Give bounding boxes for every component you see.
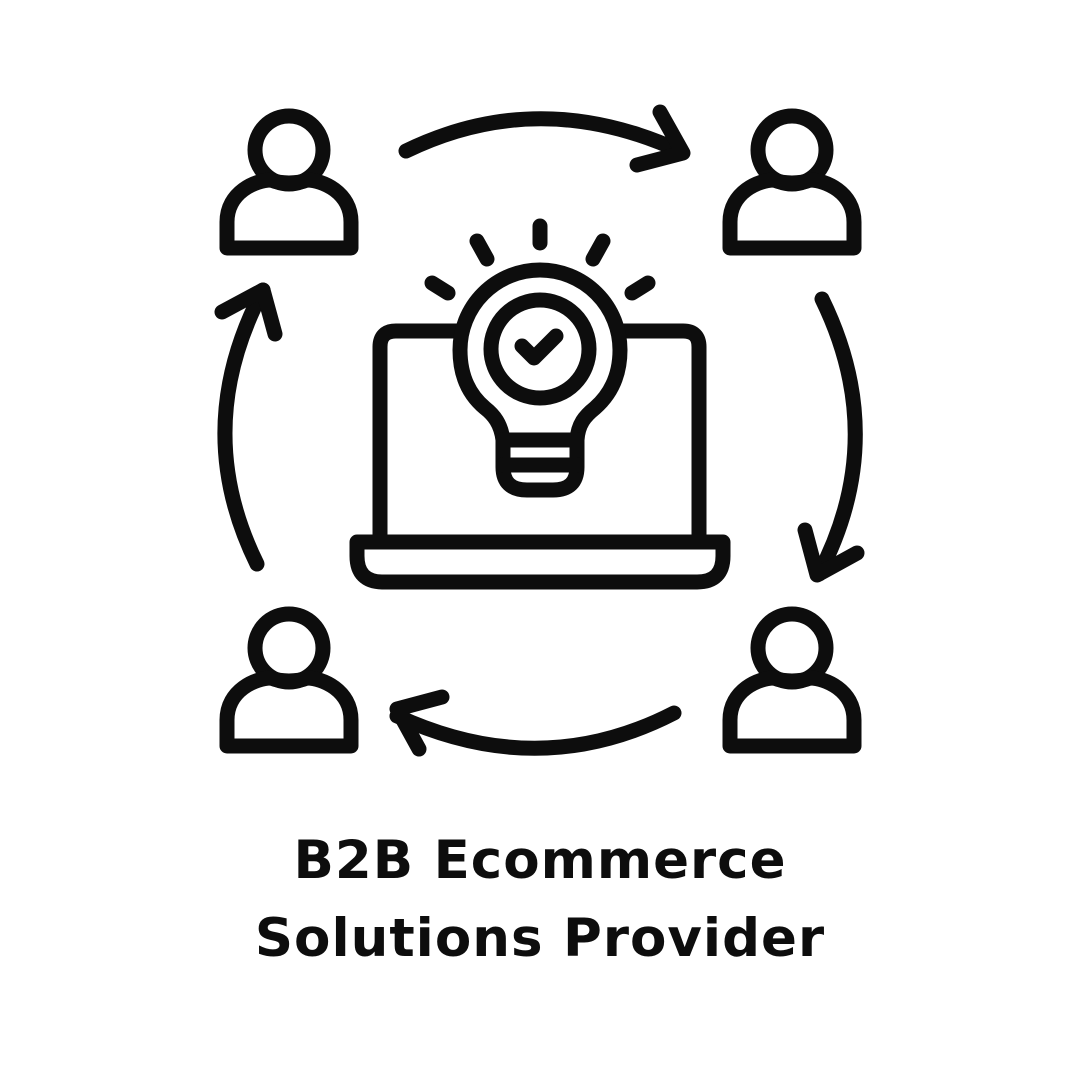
arrow-bottom-icon bbox=[389, 689, 682, 757]
person-top-right-icon bbox=[730, 116, 854, 248]
person-top-left-icon bbox=[227, 116, 351, 248]
arrow-top-icon bbox=[398, 104, 691, 173]
lightbulb-icon bbox=[452, 262, 628, 498]
laptop-icon bbox=[349, 323, 731, 590]
arrow-left-icon bbox=[214, 282, 283, 572]
cycle-illustration bbox=[214, 104, 865, 757]
person-bottom-left-icon bbox=[227, 614, 351, 746]
caption-line-2: Solutions Provider bbox=[254, 908, 826, 969]
arrow-right-icon bbox=[797, 291, 865, 583]
light-rays-icon bbox=[424, 218, 656, 301]
checkmark-icon bbox=[514, 328, 564, 366]
caption-line-1: B2B Ecommerce bbox=[293, 830, 787, 891]
person-bottom-right-icon bbox=[730, 614, 854, 746]
